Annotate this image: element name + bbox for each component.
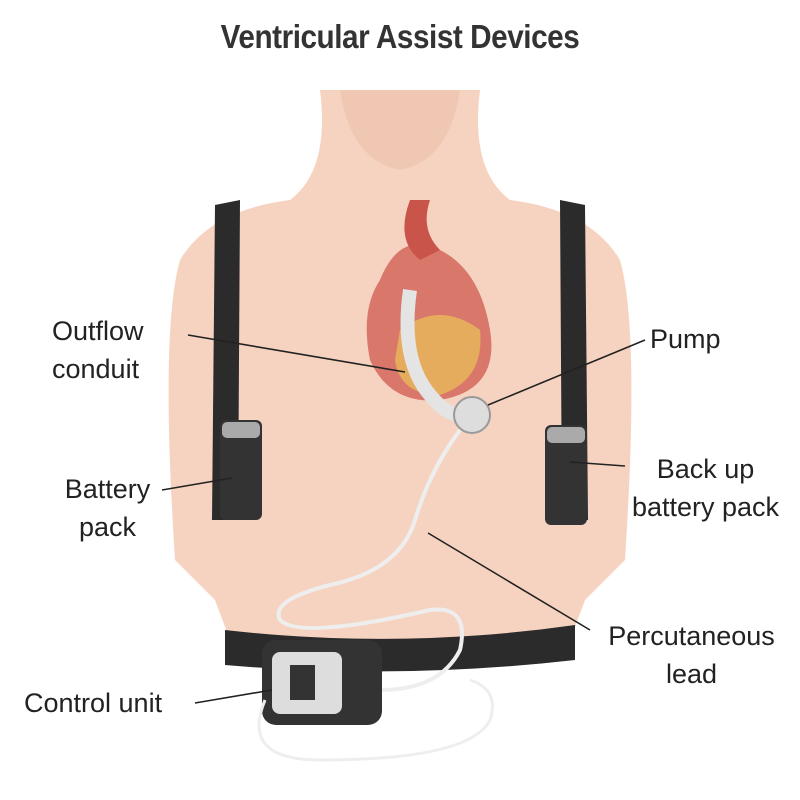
- battery-pack-cap: [222, 422, 260, 438]
- neck-shadow: [340, 90, 460, 170]
- percutaneous-lead-cable: [276, 428, 464, 692]
- label-line: battery pack: [631, 492, 780, 522]
- label-battery-pack: Battery pack: [55, 470, 160, 546]
- label-line: conduit: [52, 354, 140, 384]
- label-pump: Pump: [650, 324, 721, 354]
- backup-battery-cap: [547, 427, 585, 443]
- label-line: Outflow: [52, 316, 144, 346]
- label-outflow-conduit: Outflow conduit: [52, 312, 144, 388]
- pump: [453, 396, 491, 434]
- label-line: Battery: [64, 474, 151, 504]
- label-control-unit: Control unit: [24, 688, 163, 718]
- diagram-title: Ventricular Assist Devices: [220, 18, 580, 55]
- label-line: Back up: [656, 454, 755, 484]
- label-backup-battery-pack: Back up battery pack: [628, 450, 783, 526]
- label-line: Percutaneous: [608, 621, 775, 651]
- label-line: lead: [665, 659, 718, 689]
- label-line: pack: [78, 512, 137, 542]
- label-percutaneous-lead: Percutaneous lead: [594, 617, 789, 693]
- aorta: [404, 200, 440, 260]
- leader-lines: [161, 334, 646, 704]
- battery-pack: [220, 420, 262, 520]
- backup-battery-pack: [545, 425, 587, 525]
